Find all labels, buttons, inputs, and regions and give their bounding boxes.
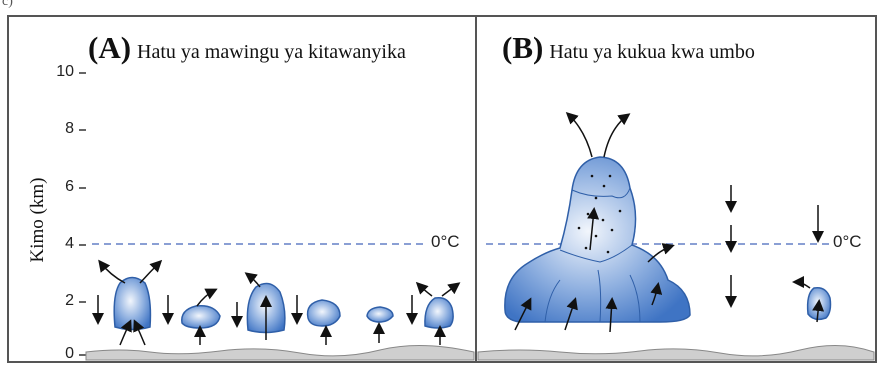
cloud-a2 <box>182 306 220 328</box>
panel-b-large-cloud <box>505 157 690 322</box>
y-axis-ticks <box>79 73 86 355</box>
panel-b-label: (B) Hatu ya kukua kwa umbo <box>502 30 755 66</box>
panel-a-label: (A) Hatu ya mawingu ya kitawanyika <box>88 30 406 66</box>
cloud-a1 <box>114 278 150 330</box>
corner-label: c) <box>2 0 13 10</box>
panel-a-letter: (A) <box>88 30 131 65</box>
cloud-a6 <box>425 298 453 328</box>
cloud-a5 <box>367 307 393 322</box>
y-tick-4: 4 <box>50 235 74 253</box>
y-tick-2: 2 <box>50 292 74 310</box>
panel-b-title: Hatu ya kukua kwa umbo <box>549 41 755 63</box>
y-axis-title: Kimo (km) <box>27 175 49 265</box>
ground-a <box>86 345 474 360</box>
freezing-label-a: 0°C <box>431 232 460 252</box>
panel-b-letter: (B) <box>502 30 543 65</box>
y-tick-0: 0 <box>50 345 74 363</box>
y-tick-10: 10 <box>50 63 74 81</box>
y-tick-8: 8 <box>50 120 74 138</box>
cloud-a4 <box>308 300 340 326</box>
panel-a-title: Hatu ya mawingu ya kitawanyika <box>137 41 406 63</box>
panel-a-clouds <box>114 278 453 333</box>
ground-b <box>478 345 874 360</box>
y-tick-6: 6 <box>50 178 74 196</box>
freezing-label-b: 0°C <box>833 232 862 252</box>
